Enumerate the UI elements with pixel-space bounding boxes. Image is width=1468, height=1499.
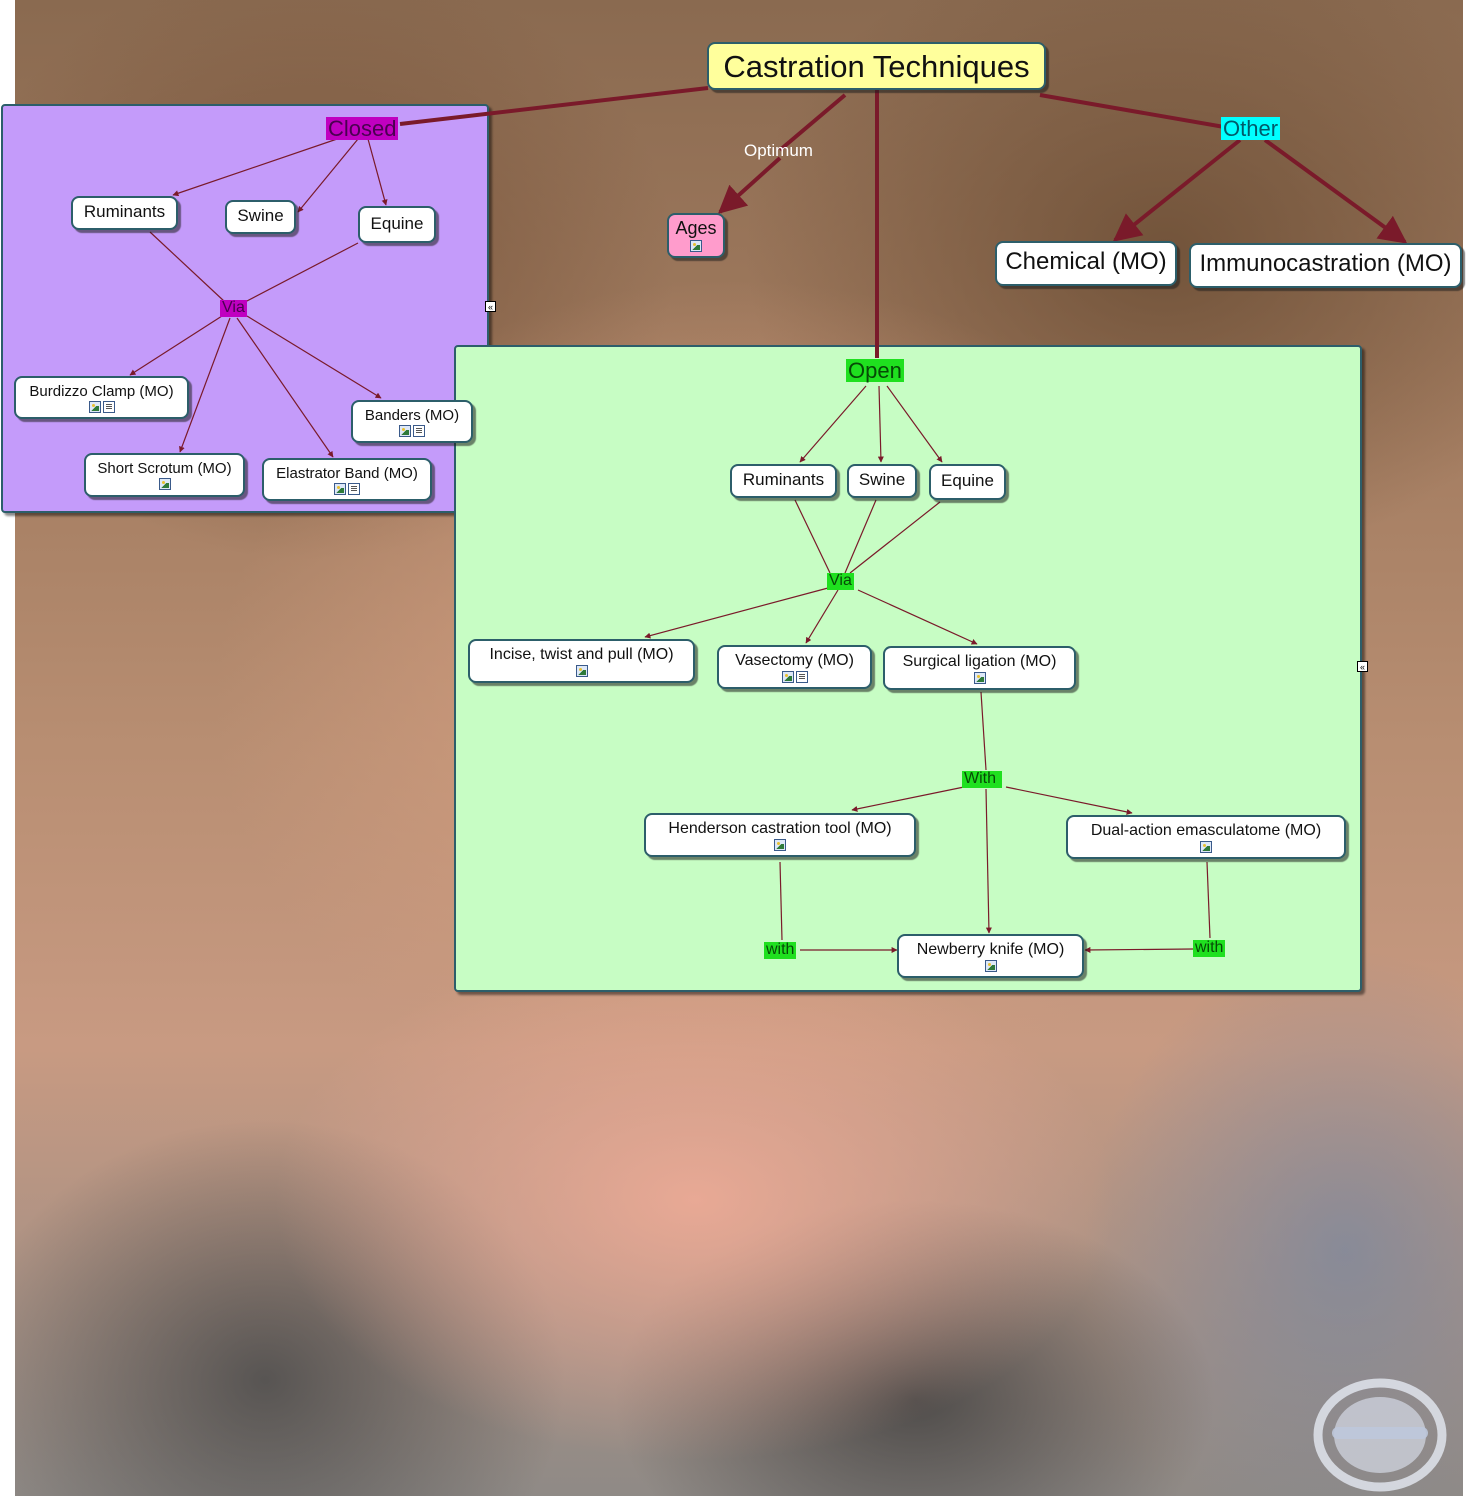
open-equine-label: Equine: [941, 471, 994, 490]
burdizzo-label: Burdizzo Clamp (MO): [29, 383, 174, 400]
open-swine-node[interactable]: Swine: [847, 464, 917, 498]
open-ruminants-label: Ruminants: [742, 470, 825, 489]
banders-node[interactable]: Banders (MO): [351, 400, 473, 443]
with-tag-left[interactable]: with: [764, 941, 797, 959]
closed-swine-node[interactable]: Swine: [225, 200, 296, 234]
image-resource-icon[interactable]: [88, 401, 101, 413]
with-tag-upper[interactable]: With: [962, 770, 1002, 788]
newberry-node[interactable]: Newberry knife (MO): [897, 934, 1084, 978]
surgical-ligation-node[interactable]: Surgical ligation (MO): [883, 646, 1076, 690]
elastrator-node[interactable]: Elastrator Band (MO): [262, 458, 432, 501]
short-scrotum-label: Short Scrotum (MO): [97, 460, 232, 477]
image-resource-icon[interactable]: [984, 960, 997, 972]
chemical-node[interactable]: Chemical (MO): [995, 241, 1177, 286]
dual-action-label: Dual-action emasculatome (MO): [1090, 822, 1322, 839]
image-resource-icon[interactable]: [1200, 841, 1212, 853]
document-resource-icon[interactable]: [102, 401, 115, 413]
ages-label: Ages: [675, 218, 717, 238]
open-collapse-icon[interactable]: «: [1357, 661, 1368, 672]
immunocastration-node[interactable]: Immunocastration (MO): [1189, 243, 1462, 288]
open-equine-node[interactable]: Equine: [929, 464, 1006, 500]
immunocastration-label: Immunocastration (MO): [1199, 250, 1452, 277]
newberry-label: Newberry knife (MO): [916, 941, 1065, 958]
open-via-tag[interactable]: Via: [827, 572, 854, 590]
closed-equine-label: Equine: [370, 214, 424, 233]
henderson-node[interactable]: Henderson castration tool (MO): [644, 813, 916, 857]
image-resource-icon[interactable]: [781, 671, 794, 683]
image-resource-icon[interactable]: [575, 665, 588, 677]
vasectomy-label: Vasectomy (MO): [735, 652, 854, 669]
closed-tag[interactable]: Closed: [326, 116, 399, 141]
root-title: Castration Techniques: [723, 49, 1030, 84]
ages-node[interactable]: Ages: [667, 213, 725, 258]
elastrator-label: Elastrator Band (MO): [276, 465, 418, 482]
closed-via-tag[interactable]: Via: [220, 299, 247, 317]
vasectomy-node[interactable]: Vasectomy (MO): [717, 645, 872, 689]
closed-ruminants-node[interactable]: Ruminants: [71, 196, 178, 230]
watermark-logo-icon: [1313, 1378, 1447, 1492]
burdizzo-node[interactable]: Burdizzo Clamp (MO): [14, 376, 189, 419]
image-resource-icon[interactable]: [690, 240, 702, 252]
optimum-label[interactable]: Optimum: [744, 141, 813, 160]
short-scrotum-node[interactable]: Short Scrotum (MO): [84, 453, 245, 497]
other-tag[interactable]: Other: [1221, 116, 1281, 141]
document-resource-icon[interactable]: [413, 425, 425, 437]
closed-ruminants-label: Ruminants: [83, 202, 166, 221]
incise-node[interactable]: Incise, twist and pull (MO): [468, 639, 695, 683]
open-swine-label: Swine: [858, 470, 906, 489]
chemical-label: Chemical (MO): [1005, 248, 1167, 275]
henderson-label: Henderson castration tool (MO): [668, 820, 892, 837]
banders-label: Banders (MO): [364, 407, 460, 424]
document-resource-icon[interactable]: [348, 483, 360, 495]
image-resource-icon[interactable]: [973, 672, 986, 684]
root-node[interactable]: Castration Techniques: [707, 42, 1046, 90]
incise-label: Incise, twist and pull (MO): [489, 646, 674, 663]
open-tag[interactable]: Open: [846, 358, 904, 383]
image-resource-icon[interactable]: [158, 478, 171, 490]
image-resource-icon[interactable]: [774, 839, 786, 851]
image-resource-icon[interactable]: [399, 425, 411, 437]
dual-action-node[interactable]: Dual-action emasculatome (MO): [1066, 815, 1346, 859]
closed-collapse-icon[interactable]: «: [485, 301, 496, 312]
open-ruminants-node[interactable]: Ruminants: [730, 464, 837, 498]
with-tag-right[interactable]: with: [1193, 939, 1226, 957]
surgical-ligation-label: Surgical ligation (MO): [902, 653, 1057, 670]
document-resource-icon[interactable]: [795, 671, 808, 683]
closed-equine-node[interactable]: Equine: [358, 206, 436, 243]
closed-swine-label: Swine: [237, 206, 284, 225]
image-resource-icon[interactable]: [334, 483, 346, 495]
